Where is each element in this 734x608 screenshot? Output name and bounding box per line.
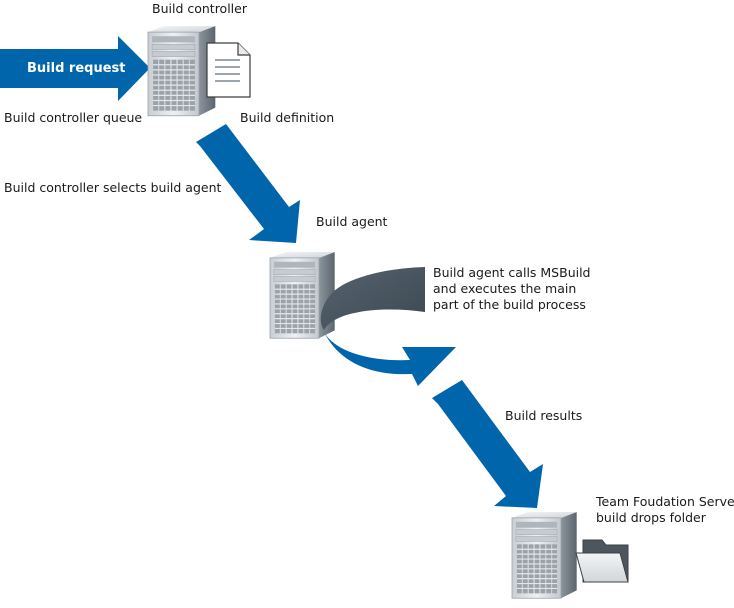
folder-icon — [575, 539, 629, 583]
select-agent-arrow — [196, 124, 300, 243]
build-request-arrow — [0, 36, 150, 101]
drops-server-icon — [511, 511, 578, 599]
msbuild-note-line-3: part of the build process — [433, 297, 586, 312]
drops-folder-label-line-1: Team Foudation Server — [596, 494, 734, 509]
controller-server-icon — [147, 25, 216, 117]
build-results-arrow — [432, 380, 543, 508]
build-controller-label: Build controller — [152, 1, 247, 16]
build-request-label: Build request — [27, 61, 126, 76]
msbuild-return-arrow — [323, 330, 456, 386]
msbuild-note-line-2: and executes the main — [433, 281, 577, 296]
msbuild-curve — [320, 267, 425, 330]
build-controller-queue-label: Build controller queue — [4, 110, 143, 125]
msbuild-note-line-1: Build agent calls MSBuild — [433, 265, 591, 280]
drops-folder-label-line-2: build drops folder — [596, 510, 706, 525]
build-definition-label: Build definition — [240, 110, 335, 125]
build-results-label: Build results — [505, 408, 583, 423]
document-icon — [206, 42, 251, 98]
drops-folder-label: Team Foudation Server build drops folder — [596, 494, 734, 526]
build-agent-label: Build agent — [316, 214, 388, 229]
msbuild-note: Build agent calls MSBuild and executes t… — [433, 265, 591, 313]
select-agent-label: Build controller selects build agent — [4, 180, 222, 195]
